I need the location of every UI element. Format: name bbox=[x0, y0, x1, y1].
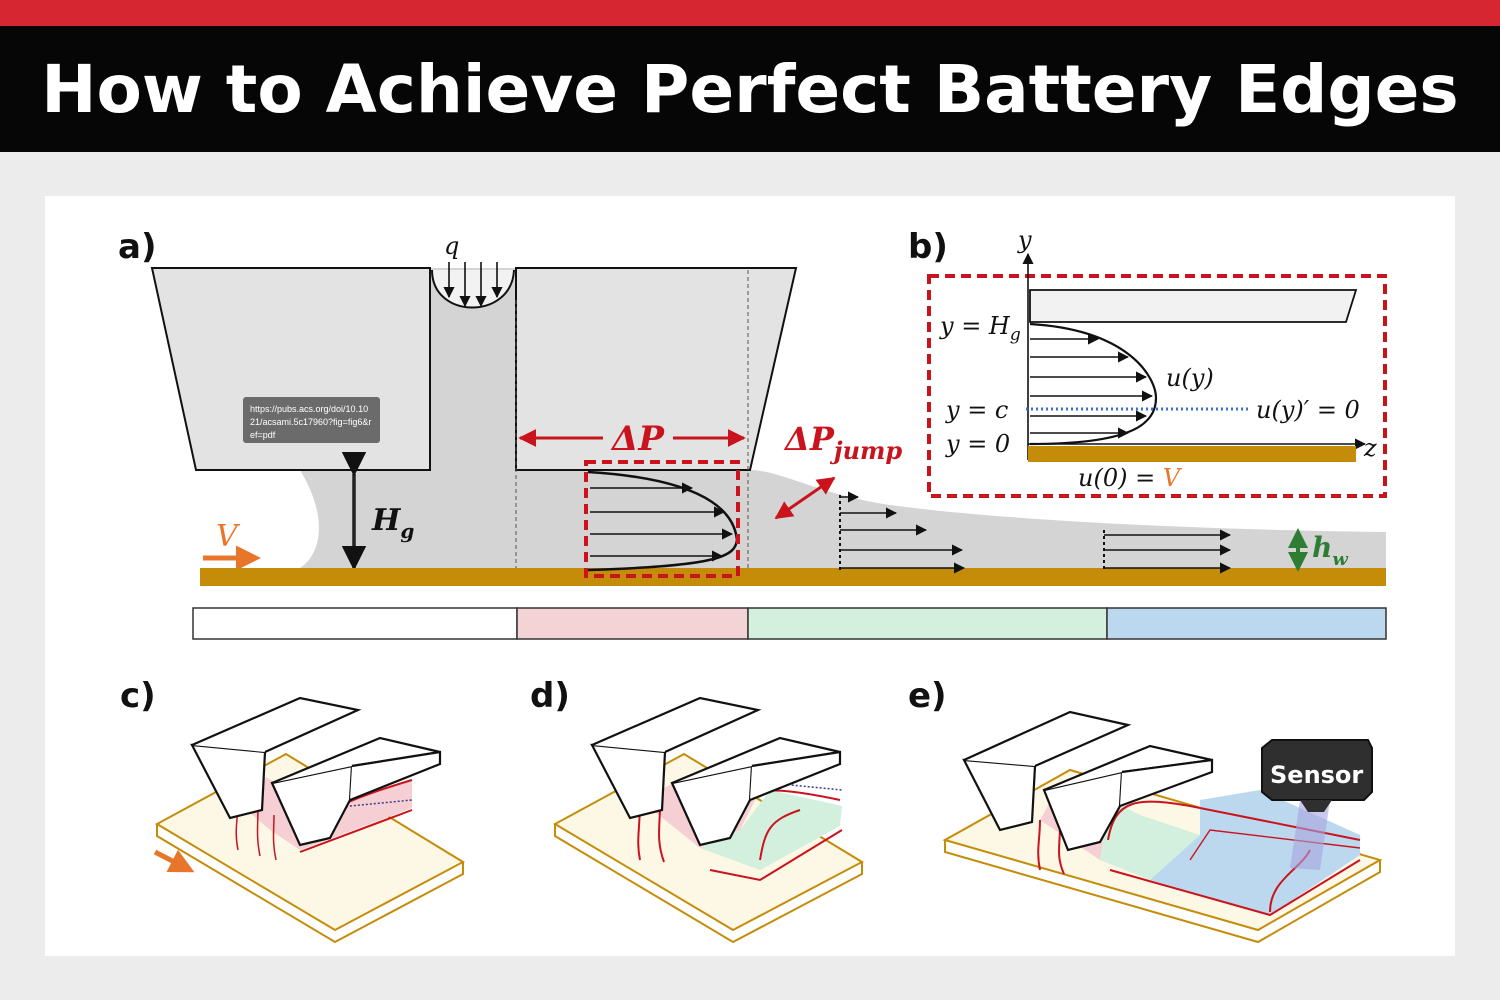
coating-fluid bbox=[200, 470, 1386, 572]
hg-label: Hg bbox=[371, 503, 414, 543]
panel-c: c) bbox=[120, 676, 466, 944]
delta-p-jump-arrow bbox=[774, 476, 836, 520]
developing-flow-arrows bbox=[840, 491, 966, 574]
panel-a-label: a) bbox=[118, 227, 156, 267]
panel-c-direction-arrow bbox=[153, 849, 195, 873]
zone-transition bbox=[747, 607, 1108, 640]
panel-c-label: c) bbox=[120, 676, 156, 716]
axis-y-label: y bbox=[1017, 226, 1032, 254]
panel-e-slot-die bbox=[962, 710, 1214, 852]
profile-highlight-box bbox=[584, 460, 740, 578]
y-c-label: y = c bbox=[945, 396, 1008, 424]
zone-die-inlet bbox=[192, 607, 518, 640]
upper-plate bbox=[1029, 289, 1358, 323]
v-label: V bbox=[216, 519, 241, 554]
url-line-3: ef=pdf bbox=[250, 430, 276, 440]
panel-a: a) q https://pubs.acs.org/doi/10.10 21/a… bbox=[118, 227, 1387, 640]
panel-d-coating-green bbox=[700, 790, 842, 870]
panel-b-dashed-frame bbox=[927, 274, 1387, 498]
panel-e-label: e) bbox=[908, 676, 947, 716]
panel-b-velocity-profile bbox=[1029, 322, 1158, 446]
sensor-label: Sensor bbox=[1270, 761, 1363, 789]
panel-b-label: b) bbox=[908, 227, 948, 267]
url-tooltip: https://pubs.acs.org/doi/10.10 21/acsami… bbox=[243, 397, 380, 443]
url-line-1: https://pubs.acs.org/doi/10.10 bbox=[250, 404, 368, 414]
zone-bar bbox=[192, 607, 1387, 640]
substrate bbox=[200, 568, 1386, 586]
delta-p-label: ΔP bbox=[610, 419, 665, 459]
right-die-block bbox=[515, 267, 798, 471]
delta-p-jump-label: ΔPjump bbox=[783, 420, 902, 465]
header-bar bbox=[0, 26, 1500, 152]
panel-c-slot-die bbox=[190, 696, 442, 847]
y-0-label: y = 0 bbox=[945, 430, 1010, 458]
page-title: How to Achieve Perfect Battery Edges bbox=[41, 50, 1459, 128]
panel-b-substrate bbox=[1028, 446, 1356, 462]
zone-film bbox=[1106, 607, 1387, 640]
q-inlet-arrows bbox=[443, 262, 503, 308]
y-hg-label: y = Hg bbox=[939, 312, 1021, 345]
zone-guides bbox=[515, 270, 749, 568]
q-inlet-profile bbox=[431, 269, 515, 309]
figure-panel: a) q https://pubs.acs.org/doi/10.10 21/a… bbox=[45, 196, 1455, 956]
u-y-label: u(y) bbox=[1166, 364, 1214, 392]
panel-b: b) y z y = Hg y = c y = 0 u(y) u(y)′ = 0… bbox=[908, 226, 1387, 498]
parabolic-arrows bbox=[590, 482, 734, 562]
panel-d: d) bbox=[530, 676, 865, 944]
axis-z-label: z bbox=[1363, 434, 1377, 462]
header-accent-bar bbox=[0, 0, 1500, 26]
zone-gap-flow bbox=[516, 607, 749, 640]
panel-e: e) Sensor bbox=[908, 676, 1383, 944]
plug-flow-arrows bbox=[1104, 529, 1232, 574]
url-line-2: 21/acsami.5c17960?fig=fig6&r bbox=[250, 417, 371, 427]
hw-label: hw bbox=[1312, 531, 1349, 570]
diagram-svg: a) q https://pubs.acs.org/doi/10.10 21/a… bbox=[118, 226, 1387, 944]
panel-d-slot-die bbox=[590, 696, 842, 847]
sensor: Sensor bbox=[1261, 739, 1373, 812]
sensor-beam bbox=[1290, 800, 1330, 870]
panel-e-coating-green bbox=[1100, 800, 1200, 880]
q-label: q bbox=[444, 232, 459, 260]
panel-d-label: d) bbox=[530, 676, 570, 716]
u0-label: u(0) = V bbox=[1078, 464, 1183, 492]
u-prime-label: u(y)′ = 0 bbox=[1256, 396, 1360, 424]
panel-b-profile-arrows bbox=[1030, 333, 1154, 439]
